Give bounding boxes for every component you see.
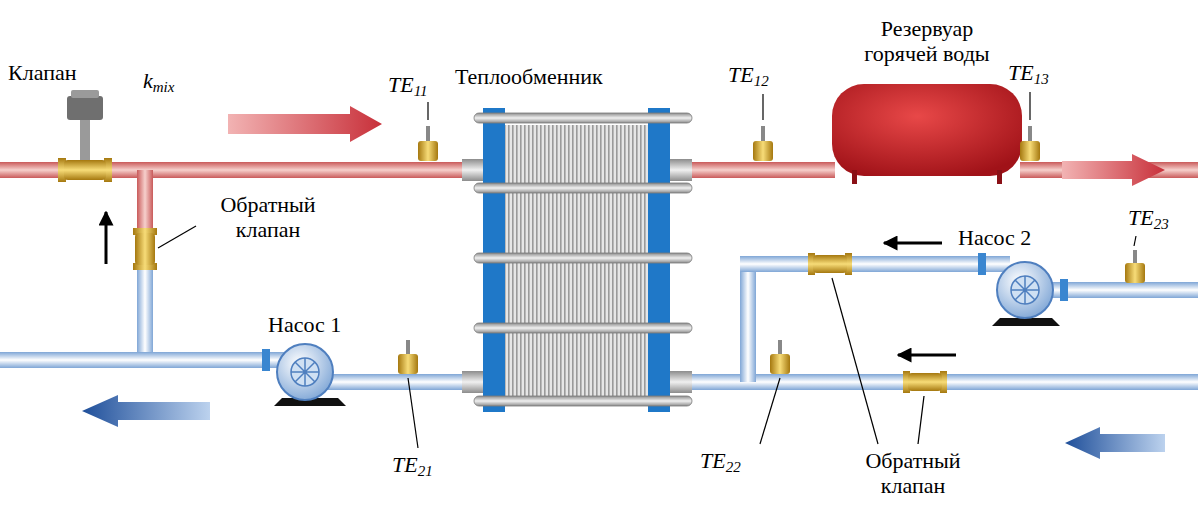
subscript: 22	[726, 459, 741, 475]
leader-line-part	[408, 378, 418, 448]
direction-arrow-part	[884, 242, 942, 245]
pump	[262, 344, 346, 406]
sensor-tag: TE21	[392, 452, 433, 477]
direction-arrow-part	[898, 354, 956, 357]
heat-exchanger-part	[474, 113, 692, 123]
heat-exchanger	[462, 108, 692, 412]
leader-line-part	[832, 278, 878, 444]
check-valve	[133, 228, 157, 270]
sensor-tag: TE23	[1128, 205, 1169, 230]
direction-arrow-part	[105, 212, 108, 264]
cold-pipe-part	[137, 266, 153, 360]
leader-line-part	[760, 378, 780, 444]
control-valve-part	[67, 96, 103, 120]
check-valve	[808, 253, 852, 275]
pump-part	[1060, 279, 1068, 301]
subscript: 13	[1034, 71, 1049, 87]
leader-line-part	[427, 102, 428, 120]
temperature-sensor-part	[398, 354, 418, 374]
heat-exchanger-part	[474, 396, 692, 406]
heat-exchanger-part	[474, 183, 692, 193]
part-name: Насос 2	[958, 225, 1031, 250]
flow-arrow-part	[1062, 154, 1165, 186]
hot-pipe-part	[137, 170, 153, 232]
temperature-sensor-part	[778, 340, 782, 356]
pump-part	[978, 253, 986, 275]
sensor-tag: TE13	[1008, 60, 1049, 85]
temperature-sensor-part	[426, 126, 430, 142]
leader-line-part	[762, 94, 763, 120]
leader-line	[158, 92, 1136, 448]
subscript: mix	[153, 79, 175, 95]
pump	[978, 253, 1068, 326]
control-valve	[58, 90, 112, 182]
heat-exchanger-part	[474, 253, 692, 263]
temperature-sensor	[398, 126, 1145, 374]
part-name: Насос 1	[268, 312, 341, 337]
flow-arrow-part	[82, 395, 210, 427]
check-valve-part	[135, 233, 155, 265]
temperature-sensor-part	[753, 141, 773, 161]
temperature-sensor-part	[770, 354, 790, 374]
control-valve-part	[64, 160, 106, 180]
flow-arrow-part	[228, 106, 382, 142]
hot-pipe-part	[690, 162, 835, 178]
leader-line-part	[1029, 92, 1030, 120]
check-valve-part	[813, 255, 847, 273]
control-valve-part	[71, 90, 99, 98]
hot-water-tank-part	[852, 170, 857, 184]
check-valve-part	[908, 373, 942, 391]
cold-pipe-part	[740, 256, 756, 382]
leader-line-part	[918, 396, 924, 444]
pump-part	[291, 358, 319, 386]
cold-pipe-part	[325, 374, 470, 390]
sensor-tag: TE12	[728, 62, 769, 87]
hot-water-tank-part	[997, 170, 1002, 184]
pump-part	[291, 358, 319, 386]
temperature-sensor-part	[1125, 263, 1145, 283]
pump-part	[992, 318, 1060, 326]
check-valve	[903, 371, 947, 393]
signal-name: kmix	[143, 68, 174, 93]
leader-line-part	[1134, 236, 1136, 246]
pump-part	[262, 349, 270, 371]
direction-arrow	[106, 212, 956, 355]
cold-pipe-part	[0, 352, 285, 368]
leader-line-part	[158, 226, 196, 248]
temperature-sensor-part	[406, 340, 410, 356]
part-name: Обратный клапан	[848, 448, 978, 499]
subscript: 12	[754, 73, 769, 89]
pump-part	[997, 262, 1053, 318]
subscript: 23	[1154, 216, 1169, 232]
pump-part	[1011, 276, 1039, 304]
hot-water-tank	[832, 84, 1022, 184]
hot-water-tank-part	[832, 84, 1022, 176]
pump-part	[277, 344, 333, 400]
part-name: Теплообменник	[455, 64, 603, 89]
subscript: 21	[418, 463, 433, 479]
sensor-tag: TE22	[700, 448, 741, 473]
heat-exchanger-part	[462, 371, 486, 393]
part-name: Клапан	[8, 60, 76, 85]
subscript: 11	[414, 83, 428, 99]
cold-pipe-part	[740, 256, 1010, 272]
temperature-sensor-part	[761, 126, 765, 142]
heat-exchanger-part	[668, 371, 692, 393]
tank-label: Резервуар горячей воды	[852, 16, 1002, 67]
temperature-sensor-part	[1028, 126, 1032, 142]
control-valve-part	[80, 118, 90, 160]
heat-exchanger-part	[474, 323, 692, 333]
sensor-tag: TE11	[388, 72, 428, 97]
pump-part	[1011, 276, 1039, 304]
heat-exchanger-part	[462, 159, 486, 181]
flow-arrow	[82, 106, 1165, 459]
part-name: Обратный клапан	[198, 192, 338, 243]
temperature-sensor-part	[1020, 141, 1040, 161]
flow-arrow-part	[1065, 427, 1165, 459]
temperature-sensor-part	[418, 141, 438, 161]
heat-exchanger-part	[668, 159, 692, 181]
